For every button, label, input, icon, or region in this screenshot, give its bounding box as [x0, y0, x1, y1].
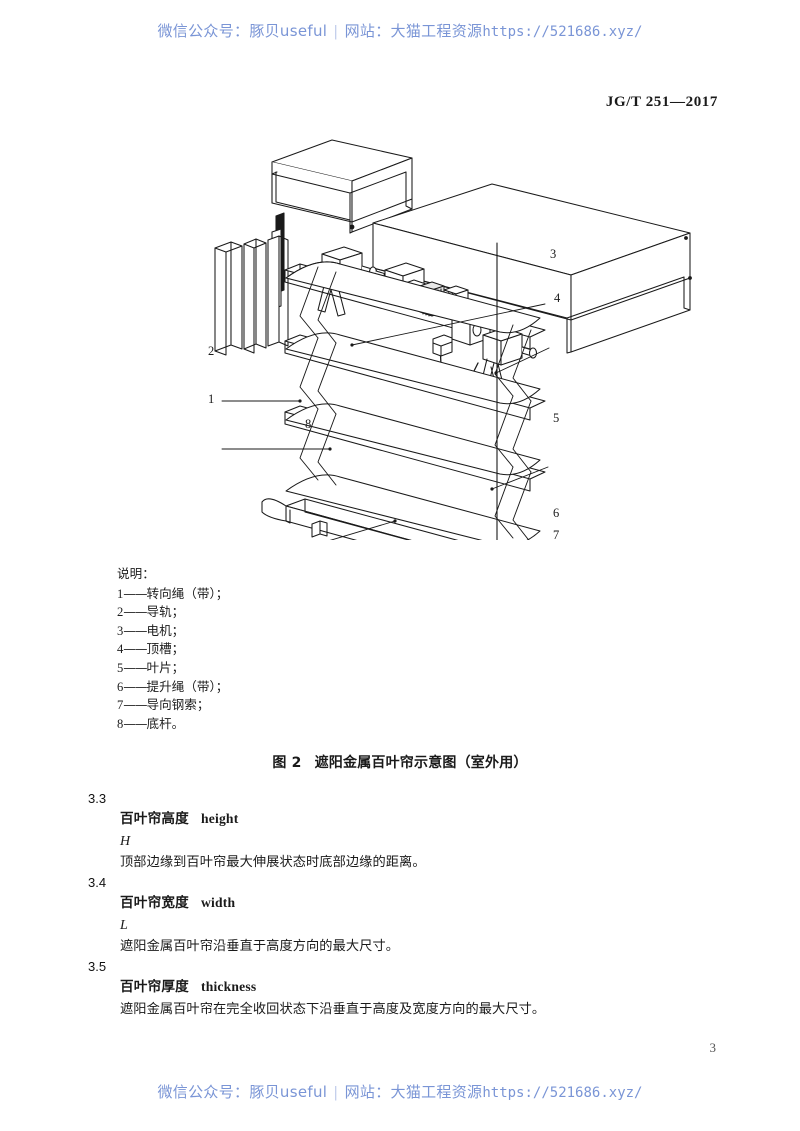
standard-number: JG/T 251—2017 — [605, 94, 718, 110]
legend-item-dash: —— — [123, 585, 147, 601]
legend-item: 5——叶片； — [117, 659, 447, 678]
clause-symbol: H — [120, 834, 131, 849]
wechat-label: 微信公众号： — [157, 22, 250, 40]
clause-term-cn: 百叶帘高度 — [120, 811, 189, 827]
legend-item-dash: —— — [123, 678, 147, 694]
clause-number: 3.5 — [88, 959, 107, 974]
wechat-value: 豚贝useful — [249, 22, 328, 40]
clause-term: 百叶帘厚度 thickness — [120, 975, 728, 999]
top-channel-profile — [271, 139, 413, 234]
legend-item: 6——提升绳（带）； — [117, 678, 447, 697]
callout-1: 1 — [208, 392, 215, 406]
clause-definition: 遮阳金属百叶帘在完全收回状态下沿垂直于高度及宽度方向的最大尺寸。 — [120, 1002, 546, 1017]
watermark-separator: | — [334, 23, 338, 40]
wechat-value: 豚贝useful — [249, 1083, 328, 1101]
figure-caption-title: 遮阳金属百叶帘示意图（室外用） — [314, 755, 528, 771]
legend-title: 说明： — [117, 566, 155, 581]
legend-item-dash: —— — [123, 697, 147, 713]
clause-term: 百叶帘宽度 width — [120, 891, 728, 915]
watermark-separator: | — [334, 1084, 338, 1101]
callout-7: 7 — [553, 528, 560, 542]
callout-8: 8 — [305, 417, 312, 431]
legend-item-number: 3 — [117, 623, 124, 638]
clause-term-cn: 百叶帘宽度 — [120, 895, 189, 911]
legend-item-number: 7 — [117, 698, 124, 713]
clause-3-3: 3.3 百叶帘高度 height H 顶部边缘到百叶帘最大伸展状态时底部边缘的距离… — [88, 790, 728, 874]
legend-item: 3——电机； — [117, 622, 447, 641]
legend-item-label: 电机； — [146, 622, 185, 638]
legend-item-dash: —— — [123, 641, 147, 657]
callout-4: 4 — [554, 291, 561, 305]
legend-item-number: 2 — [117, 605, 124, 620]
legend-item-number: 4 — [117, 642, 124, 657]
legend-item-label: 底杆。 — [146, 715, 185, 731]
slats — [285, 261, 541, 540]
legend-item: 2——导轨； — [117, 603, 447, 622]
clause-number: 3.4 — [88, 875, 107, 890]
clause-term-en: width — [200, 895, 236, 910]
watermark-url: https://521686.xyz/ — [482, 1085, 643, 1101]
legend-item-dash: —— — [123, 715, 147, 731]
legend-item-dash: —— — [123, 622, 147, 638]
figure-legend: 说明： 1——转向绳（带）； 2——导轨； 3——电机； 4——顶槽； 5——叶… — [117, 565, 447, 733]
legend-item-label: 叶片； — [146, 659, 185, 675]
callout-arrow-dots — [298, 343, 498, 523]
callout-5: 5 — [553, 411, 560, 425]
legend-item: 8——底杆。 — [117, 715, 447, 734]
site-value: 大猫工程资源 — [390, 1083, 483, 1101]
legend-item-dash: —— — [123, 659, 147, 675]
clause-term-en: height — [200, 811, 239, 826]
legend-item-label: 顶槽； — [146, 641, 185, 657]
clause-definition: 遮阳金属百叶帘沿垂直于高度方向的最大尺寸。 — [120, 939, 400, 954]
clause-3-4: 3.4 百叶帘宽度 width L 遮阳金属百叶帘沿垂直于高度方向的最大尺寸。 — [88, 874, 728, 958]
clause-definition: 顶部边缘到百叶帘最大伸展状态时底部边缘的距离。 — [120, 855, 426, 870]
clause-symbol: L — [120, 918, 128, 933]
legend-item-number: 6 — [117, 679, 124, 694]
callout-2: 2 — [208, 344, 215, 358]
site-value: 大猫工程资源 — [390, 22, 483, 40]
watermark-url: https://521686.xyz/ — [482, 24, 643, 40]
legend-item-number: 8 — [117, 716, 124, 731]
legend-item-number: 5 — [117, 660, 124, 675]
blind-assembly-drawing — [214, 139, 692, 540]
site-label: 网站： — [344, 1083, 391, 1101]
callout-3: 3 — [550, 247, 557, 261]
clause-term-cn: 百叶帘厚度 — [120, 979, 189, 995]
site-label: 网站： — [344, 22, 391, 40]
legend-item-label: 提升绳（带）； — [146, 678, 229, 694]
legend-item-number: 1 — [117, 586, 124, 601]
clause-number: 3.3 — [88, 791, 107, 806]
clause-term: 百叶帘高度 height — [120, 807, 728, 831]
legend-item-dash: —— — [123, 604, 147, 620]
callout-6: 6 — [553, 506, 560, 520]
watermark-header: 微信公众号：豚贝useful | 网站：大猫工程资源https://521686.x… — [0, 20, 800, 41]
legend-item: 7——导向钢索； — [117, 696, 447, 715]
legend-item-label: 导向钢索； — [146, 697, 210, 713]
legend-item-label: 导轨； — [146, 604, 185, 620]
wechat-label: 微信公众号： — [157, 1083, 250, 1101]
legend-item-label: 转向绳（带）； — [146, 585, 229, 601]
callout-leader-lines — [221, 303, 550, 540]
legend-item: 1——转向绳（带）； — [117, 585, 447, 604]
tilt-cords — [299, 266, 532, 540]
guide-rail — [214, 212, 289, 356]
bottom-rail — [261, 498, 459, 540]
watermark-footer: 微信公众号：豚贝useful | 网站：大猫工程资源https://521686.x… — [0, 1081, 800, 1102]
clause-term-en: thickness — [200, 979, 257, 994]
head-rail-box — [372, 183, 692, 354]
clause-3-5: 3.5 百叶帘厚度 thickness 遮阳金属百叶帘在完全收回状态下沿垂直于高度… — [88, 958, 728, 1021]
wall-brackets — [311, 520, 328, 538]
figure-caption: 图 2 遮阳金属百叶帘示意图（室外用） — [0, 752, 800, 772]
figure-illustration: 1 2 3 4 5 6 7 8 — [0, 120, 800, 542]
legend-item: 4——顶槽； — [117, 640, 447, 659]
page-number: 3 — [709, 1040, 717, 1055]
figure-caption-number: 图 2 — [272, 755, 302, 771]
